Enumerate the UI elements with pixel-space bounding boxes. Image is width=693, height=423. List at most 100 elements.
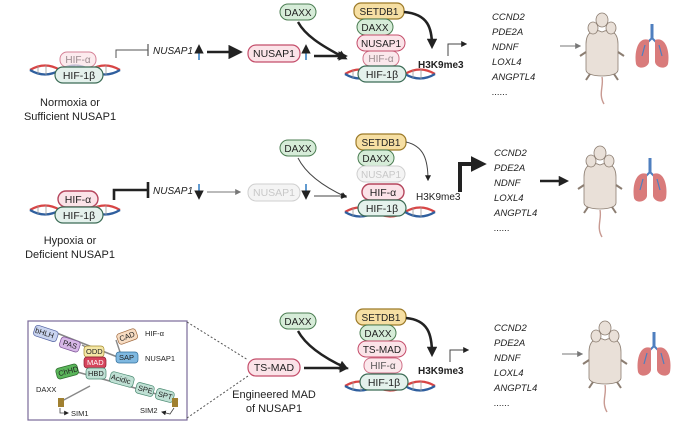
methylation-arrow bbox=[403, 10, 438, 50]
hbd-domain bbox=[85, 367, 107, 380]
nusap1-label: NUSAP1 bbox=[361, 170, 401, 181]
target-gene: LOXL4 bbox=[494, 368, 524, 379]
h3k9me3-label: H3K9me3 bbox=[418, 366, 464, 377]
target-gene-list: CCND2 PDE2A NDNF LOXL4 ANGPTL4 ...... bbox=[493, 148, 537, 234]
target-gene: CCND2 bbox=[492, 12, 525, 23]
sim1-label: SIM1 bbox=[71, 409, 89, 418]
methylation-arrow bbox=[405, 316, 438, 358]
nusap1-protein-oval bbox=[247, 44, 301, 63]
target-gene: NDNF bbox=[492, 42, 520, 53]
inhibition-line bbox=[112, 188, 148, 200]
hif-beta-oval bbox=[357, 65, 407, 83]
hif-beta-label: HIF-1β bbox=[366, 203, 398, 215]
methylation-arrow bbox=[405, 141, 431, 182]
condition-label: Deficient NUSAP1 bbox=[25, 249, 115, 261]
domain-label: SAP bbox=[119, 353, 134, 362]
nusap1-label: NUSAP1 bbox=[361, 39, 401, 50]
ts-mad-label: TS-MAD bbox=[363, 345, 401, 356]
hif-alpha-label: HIF-α bbox=[145, 329, 165, 338]
hif-alpha-label: HIF-α bbox=[370, 361, 395, 372]
daxx-label: DAXX bbox=[284, 8, 312, 19]
zoom-line bbox=[186, 321, 249, 361]
nusap1-protein-oval bbox=[247, 183, 301, 202]
mouse-icon bbox=[582, 320, 628, 413]
domain-label: HBD bbox=[88, 369, 104, 378]
condition-label: Sufficient NUSAP1 bbox=[24, 111, 116, 123]
hif-beta-oval bbox=[359, 373, 409, 391]
hif-beta-label: HIF-1β bbox=[63, 210, 95, 222]
setdb1-label: SETDB1 bbox=[362, 138, 401, 149]
caption-label: of NUSAP1 bbox=[246, 403, 302, 415]
setdb1-label: SETDB1 bbox=[360, 7, 399, 18]
row-normoxia: HIF-α HIF-1β NUSAP1 NUSAP1 DAXX SETDB1 D… bbox=[24, 2, 670, 123]
hif-beta-oval bbox=[54, 66, 104, 84]
daxx-label: DAXX bbox=[361, 23, 389, 34]
transcription-arrow bbox=[447, 41, 468, 56]
target-gene: ANGPTL4 bbox=[493, 208, 537, 219]
hif-alpha-label: HIF-α bbox=[65, 194, 91, 206]
nusap1-gene-label: NUSAP1 bbox=[153, 46, 193, 57]
daxx-label: DAXX bbox=[36, 385, 56, 394]
daxx-arrow bbox=[296, 330, 349, 370]
sim2-label: SIM2 bbox=[140, 406, 158, 415]
daxx-label: DAXX bbox=[284, 144, 312, 155]
hif-beta-label: HIF-1β bbox=[368, 377, 400, 389]
target-gene: ...... bbox=[494, 223, 510, 234]
daxx-label: DAXX bbox=[284, 317, 312, 328]
h3k9me3-label: H3K9me3 bbox=[418, 60, 464, 71]
hif-alpha-label: HIF-α bbox=[368, 54, 393, 65]
ts-mad-oval bbox=[357, 340, 407, 358]
daxx-oval bbox=[279, 312, 317, 330]
daxx-arrow bbox=[296, 21, 348, 60]
nusap1-protein-label: NUSAP1 bbox=[253, 187, 295, 199]
domain-label: MAD bbox=[87, 358, 104, 367]
hif-alpha-label: HIF-α bbox=[65, 55, 90, 66]
zoom-line bbox=[186, 375, 249, 419]
target-gene-list: CCND2 PDE2A NDNF LOXL4 ANGPTL4 ...... bbox=[491, 12, 535, 98]
row-engineered-mad: bHLH PAS ODD CAD HIF-α MAD SAP NUSAP1 Ch… bbox=[27, 308, 672, 421]
nusap1-gene-label: NUSAP1 bbox=[153, 186, 193, 197]
nusap1-label: NUSAP1 bbox=[145, 354, 175, 363]
daxx-arrow bbox=[297, 157, 348, 198]
sim2-motif bbox=[172, 398, 178, 407]
ts-mad-oval bbox=[247, 358, 301, 377]
caption-label: Engineered MAD bbox=[232, 389, 316, 401]
nusap1-oval bbox=[356, 165, 406, 183]
target-gene: CCND2 bbox=[494, 323, 527, 334]
pas-domain bbox=[59, 336, 81, 353]
h3k9me3-label: H3K9me3 bbox=[416, 192, 461, 203]
daxx-label: DAXX bbox=[364, 329, 392, 340]
condition-label: Normoxia or bbox=[40, 97, 100, 109]
sim1-pointer bbox=[59, 408, 69, 416]
target-gene: ANGPTL4 bbox=[491, 72, 535, 83]
ts-mad-label: TS-MAD bbox=[254, 362, 295, 374]
hif-beta-label: HIF-1β bbox=[366, 69, 398, 81]
daxx-oval bbox=[279, 3, 317, 21]
transcription-arrow bbox=[458, 156, 487, 192]
transcription-arrow bbox=[449, 347, 470, 362]
target-gene: NDNF bbox=[494, 178, 522, 189]
domain-label: PAS bbox=[62, 338, 79, 351]
target-gene: PDE2A bbox=[494, 163, 525, 174]
cad-domain bbox=[116, 328, 138, 345]
lungs-icon bbox=[636, 331, 672, 377]
bhlh-domain bbox=[33, 324, 59, 342]
target-gene: LOXL4 bbox=[494, 193, 524, 204]
hif-alpha-label: HIF-α bbox=[370, 187, 396, 199]
lungs-icon bbox=[634, 23, 670, 69]
domain-label: ODD bbox=[86, 347, 103, 356]
lungs-icon bbox=[632, 157, 668, 203]
chhd-domain bbox=[55, 363, 79, 380]
acidic-domain bbox=[109, 371, 135, 388]
target-gene-list: CCND2 PDE2A NDNF LOXL4 ANGPTL4 ...... bbox=[493, 323, 537, 409]
mouse-icon bbox=[579, 12, 625, 105]
target-gene: ...... bbox=[492, 87, 508, 98]
hif-beta-label: HIF-1β bbox=[63, 70, 95, 82]
target-gene: LOXL4 bbox=[492, 57, 522, 68]
target-gene: ANGPTL4 bbox=[493, 383, 537, 394]
nusap1-protein-label: NUSAP1 bbox=[253, 48, 295, 60]
hif-beta-oval bbox=[357, 199, 407, 217]
domain-map: bHLH PAS ODD CAD HIF-α MAD SAP NUSAP1 Ch… bbox=[33, 324, 179, 418]
spt-domain bbox=[155, 388, 175, 403]
